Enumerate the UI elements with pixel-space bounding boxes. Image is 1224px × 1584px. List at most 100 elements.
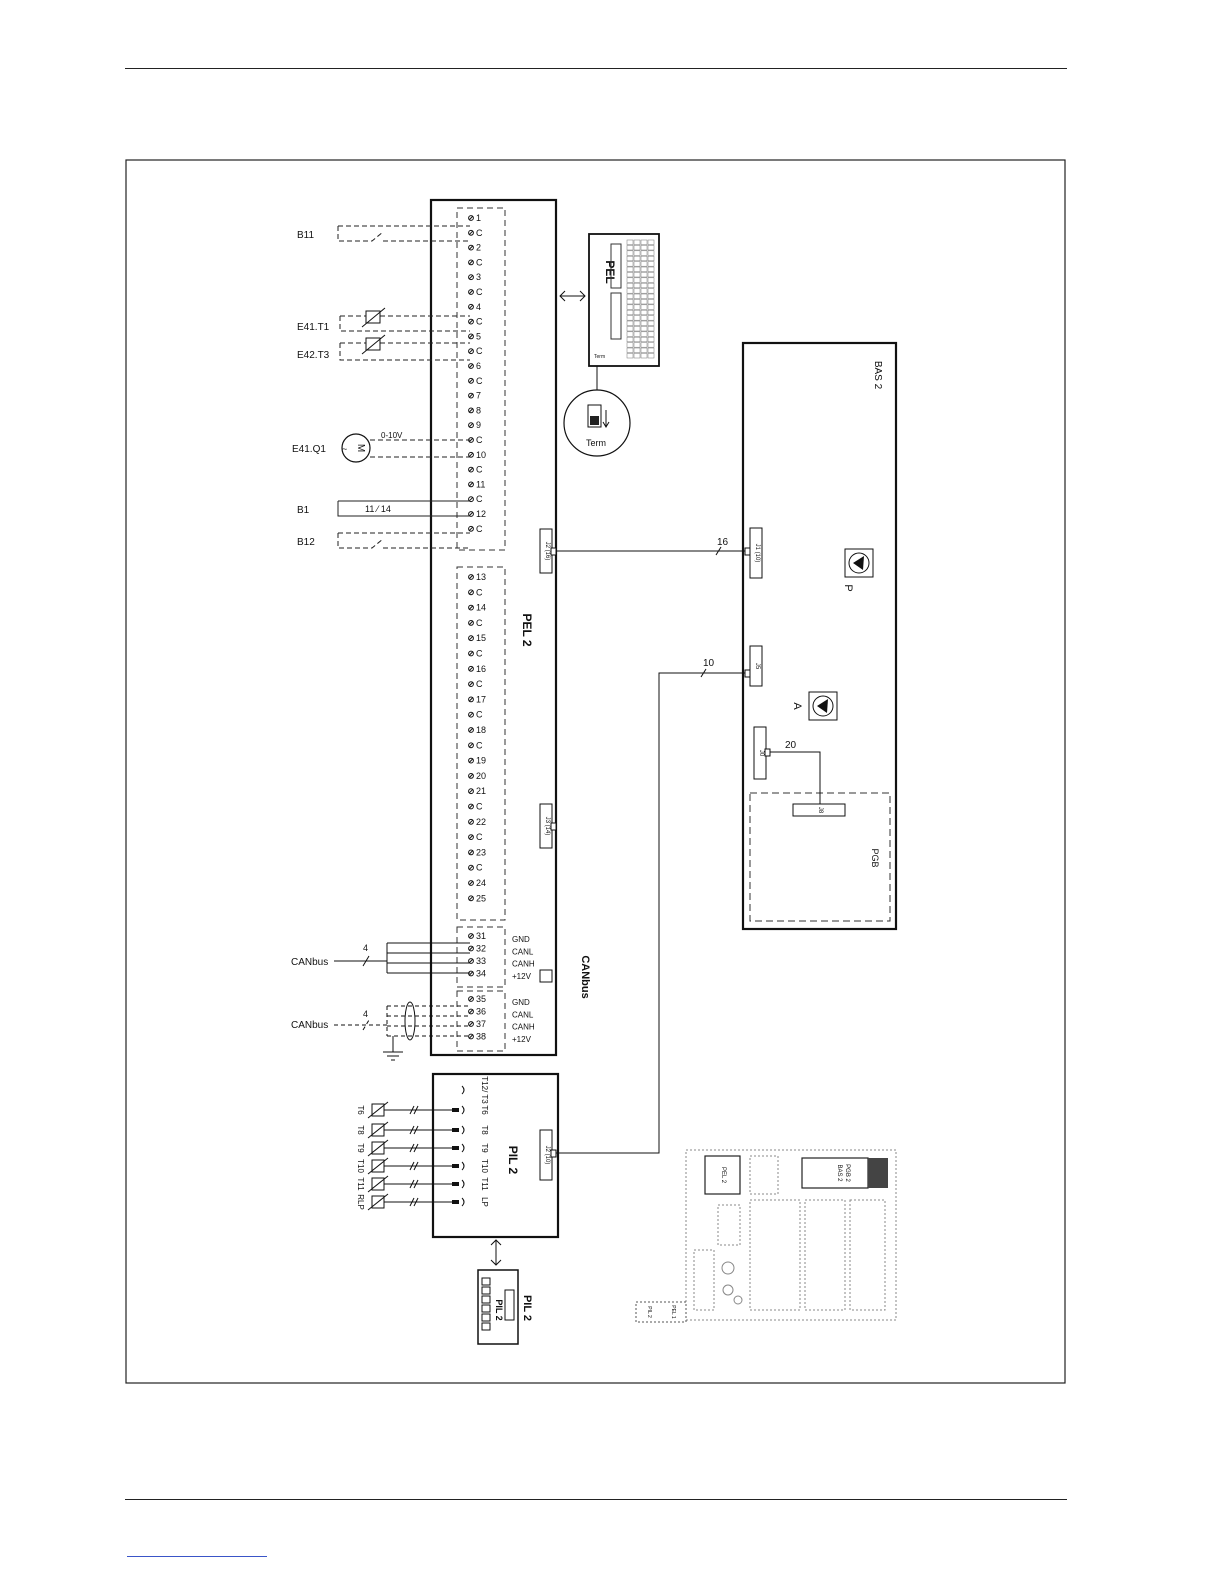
pel2-terminal-label: 14 bbox=[476, 603, 486, 613]
motor-label: M bbox=[355, 444, 366, 452]
can-signal-label: +12V bbox=[512, 1035, 532, 1044]
pel-module-cell bbox=[633, 347, 641, 353]
pel2-terminal-label: 13 bbox=[476, 572, 486, 582]
can-signal-label: CANL bbox=[512, 1010, 534, 1019]
label-can-wirecount-1: 4 bbox=[363, 943, 368, 953]
pel2-terminal-label: C bbox=[476, 317, 483, 327]
pel2-terminal-label: C bbox=[476, 802, 483, 812]
pel-module-cell bbox=[633, 266, 641, 272]
motor-icon bbox=[341, 433, 371, 463]
pel2-terminal-label: 18 bbox=[476, 725, 486, 735]
pel-module bbox=[588, 233, 660, 367]
pel-module-cell bbox=[633, 309, 641, 316]
pel2-terminal-label: 15 bbox=[476, 633, 486, 643]
bas2-j5-label: J5 bbox=[754, 663, 760, 670]
overview-layout: PEL 2 PGB 2 BAS 2 PIL 2 PEL 1 bbox=[635, 1149, 897, 1323]
pel2-terminal-label: 3 bbox=[476, 272, 481, 282]
pel-module-cell bbox=[647, 239, 655, 245]
pel-module-cell bbox=[640, 353, 648, 359]
can-signal-label: GND bbox=[512, 935, 530, 944]
footer-link-underline[interactable] bbox=[127, 1556, 267, 1557]
pgb-connector bbox=[792, 803, 846, 817]
pel-module-cell bbox=[633, 299, 641, 305]
pel2-terminal-label: 7 bbox=[476, 391, 481, 401]
pel2-terminal-label: 25 bbox=[476, 893, 486, 903]
pel2-terminal-label: C bbox=[476, 863, 483, 873]
label-0-10v: 0-10V bbox=[381, 431, 403, 440]
pil2-outer-label: T6 bbox=[356, 1105, 365, 1115]
label-e41-q1: E41.Q1 bbox=[292, 444, 326, 455]
pel2-terminal-label: C bbox=[476, 287, 483, 297]
pel2-can-terminal-label: 38 bbox=[476, 1032, 486, 1042]
pel-module-cell bbox=[647, 272, 655, 278]
can-signal-label: CANL bbox=[512, 947, 534, 956]
pel-module-cell bbox=[626, 336, 634, 343]
pel-module-cell bbox=[626, 255, 634, 262]
wire-16-label: 16 bbox=[717, 537, 729, 548]
pel2-terminal-label: C bbox=[476, 376, 483, 386]
pel2-terminal-label: C bbox=[476, 832, 483, 842]
pel2-terminal-label: 17 bbox=[476, 694, 486, 704]
pel-module-cell bbox=[640, 293, 648, 299]
pel-module-cell bbox=[647, 277, 655, 283]
pil2-outer-label: RLP bbox=[356, 1194, 365, 1210]
pel-module-cell bbox=[640, 288, 648, 294]
label-b12: B12 bbox=[297, 537, 315, 548]
pel-module-cell bbox=[647, 331, 655, 337]
can-signal-label: GND bbox=[512, 998, 530, 1007]
wire-10-label: 10 bbox=[703, 658, 715, 669]
pel-module-cell bbox=[640, 342, 648, 348]
pel2-terminal-label: C bbox=[476, 587, 483, 597]
bas2-board bbox=[741, 341, 898, 931]
pil2-inner-label: LP bbox=[480, 1197, 489, 1207]
pel-module-cell bbox=[647, 309, 655, 316]
pel-module-cell bbox=[633, 277, 641, 283]
can-signal-label: CANH bbox=[512, 1023, 535, 1032]
pel-module-cell bbox=[640, 261, 648, 267]
label-b1: B1 bbox=[297, 505, 310, 516]
pel-module-cell bbox=[633, 353, 641, 359]
pel2-terminal-label: 16 bbox=[476, 664, 486, 674]
pil2-inner-label: T11 bbox=[480, 1177, 489, 1191]
pel-module-cell bbox=[640, 250, 648, 256]
pel-module-cell bbox=[633, 336, 641, 343]
pel2-terminal-label: C bbox=[476, 524, 483, 534]
pel-module-cell bbox=[647, 315, 655, 321]
pil2-inner-label: T9 bbox=[480, 1143, 489, 1153]
pel-module-cell bbox=[640, 326, 648, 332]
can-signal-label: +12V bbox=[512, 972, 532, 981]
overview-bas2: BAS 2 bbox=[836, 1164, 842, 1182]
pel-module-cell bbox=[640, 239, 648, 245]
pel-module-cell bbox=[640, 331, 648, 337]
pel2-can-terminal-label: 36 bbox=[476, 1007, 486, 1017]
pil2-module-led bbox=[481, 1286, 491, 1295]
pil2-board bbox=[431, 1072, 560, 1239]
pel-module-cell bbox=[633, 315, 641, 321]
pil2-title: PIL 2 bbox=[506, 1146, 520, 1175]
label-can-wirecount-2: 4 bbox=[363, 1009, 368, 1019]
pel-module-cell bbox=[640, 347, 648, 353]
pel-module-cell bbox=[640, 304, 648, 310]
pel2-terminal-label: 5 bbox=[476, 331, 481, 341]
pel-module-cell bbox=[640, 320, 648, 326]
label-canbus-2: CANbus bbox=[291, 1020, 328, 1031]
pel2-board bbox=[429, 198, 558, 1057]
pel-module-cell bbox=[647, 353, 655, 359]
pel-module-cell bbox=[626, 331, 634, 337]
pel2-can-terminal-label: 33 bbox=[476, 956, 486, 966]
pel-module-cell bbox=[640, 336, 648, 343]
pel-module-cell bbox=[626, 309, 634, 316]
pel2-terminal-label: C bbox=[476, 679, 483, 689]
pel2-j3-label: J3 (14) bbox=[544, 817, 550, 836]
pel-module-cell bbox=[633, 255, 641, 262]
pel-module-cell bbox=[633, 239, 641, 245]
wire-20-label: 20 bbox=[785, 740, 797, 751]
pel-module-cell bbox=[626, 277, 634, 283]
pel-module-cell bbox=[633, 245, 641, 251]
pel2-terminal-label: C bbox=[476, 346, 483, 356]
pel2-terminal-label: 21 bbox=[476, 786, 486, 796]
pel2-can-terminal-label: 31 bbox=[476, 931, 486, 941]
pel2-terminal-label: 8 bbox=[476, 405, 481, 415]
pel-module-cell bbox=[626, 347, 634, 353]
pel-module-cell bbox=[640, 255, 648, 262]
